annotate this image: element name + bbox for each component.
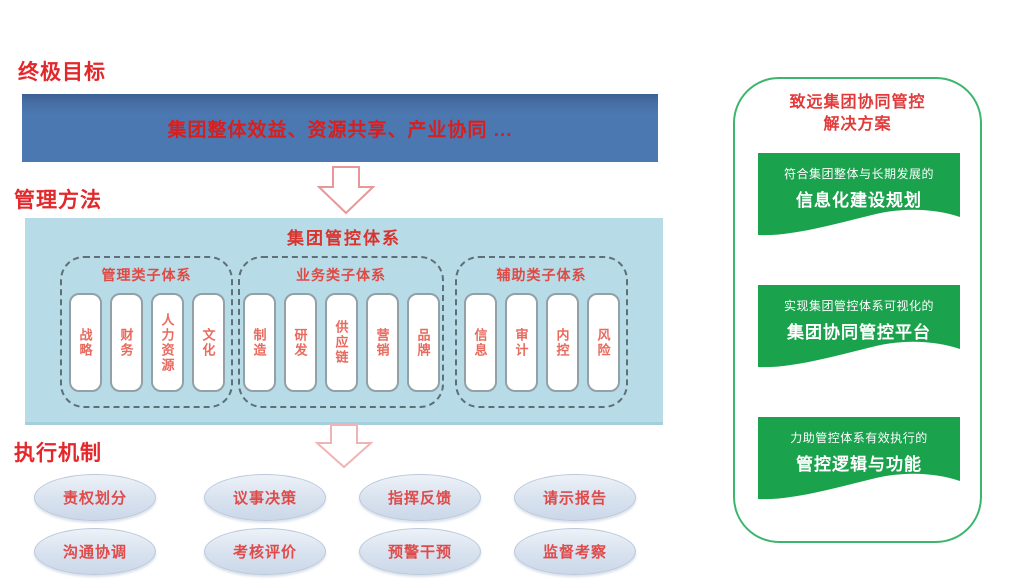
- pill-label: 文化: [200, 327, 216, 358]
- control-system-title: 集团管控体系: [287, 229, 401, 248]
- pill-label: 审计: [513, 327, 529, 358]
- pill-label: 制造: [251, 327, 267, 358]
- flag-text: 实现集团管控体系可视化的 集团协同管控平台: [758, 297, 960, 343]
- flag-text: 符合集团整体与长期发展的 信息化建设规划: [758, 165, 960, 211]
- subsystem-group-title: 管理类子体系: [101, 267, 192, 283]
- solution-panel: 致远集团协同管控 解决方案 符合集团整体与长期发展的 信息化建设规划 实现集团管…: [733, 77, 982, 543]
- flag-title: 集团协同管控平台: [787, 323, 931, 342]
- goal-banner: 集团整体效益、资源共享、产业协同 ...: [22, 94, 658, 162]
- pill-row: 制造 研发 供应链 营销 品牌: [240, 290, 442, 395]
- pill-label: 内控: [554, 327, 570, 358]
- mechanism-ellipse: 沟通协调: [34, 528, 156, 575]
- solution-flag-it-planning: 符合集团整体与长期发展的 信息化建设规划: [758, 153, 960, 237]
- heading-execution-mechanism: 执行机制: [14, 442, 102, 465]
- mechanism-label: 考核评价: [232, 544, 297, 561]
- pill-label: 信息: [472, 327, 488, 358]
- mechanism-ellipse: 监督考察: [514, 528, 636, 575]
- flag-title: 信息化建设规划: [796, 191, 922, 210]
- subsystem-group-support: 辅助类子体系 信息 审计 内控 风险: [455, 256, 628, 408]
- mechanism-label: 监督考察: [542, 544, 607, 561]
- mechanism-label: 请示报告: [542, 490, 607, 507]
- pill-hr: 人力资源: [150, 293, 184, 392]
- pill-brand: 品牌: [406, 293, 440, 392]
- pill-rd: 研发: [283, 293, 317, 392]
- flag-subtitle: 实现集团管控体系可视化的: [783, 299, 934, 313]
- down-arrow-icon: [317, 166, 375, 215]
- mechanism-label: 责权划分: [62, 490, 127, 507]
- mechanism-ellipse: 责权划分: [34, 474, 156, 521]
- green-flag-shape: [758, 417, 960, 500]
- pill-manufacturing: 制造: [242, 293, 276, 392]
- pill-label: 风险: [595, 327, 611, 358]
- solution-title-line1: 致远集团协同管控: [789, 94, 926, 111]
- mechanism-label: 议事决策: [232, 490, 297, 507]
- mechanism-ellipse: 指挥反馈: [359, 474, 481, 521]
- pill-internal-control: 内控: [545, 293, 579, 392]
- mechanism-label: 沟通协调: [62, 544, 127, 561]
- pill-finance: 财务: [109, 293, 143, 392]
- mechanism-ellipse: 预警干预: [359, 528, 481, 575]
- subsystem-group-title: 辅助类子体系: [496, 267, 587, 283]
- down-arrow-icon: [315, 424, 373, 469]
- pill-label: 研发: [292, 327, 308, 358]
- pill-risk: 风险: [586, 293, 620, 392]
- mechanism-ellipse: 考核评价: [204, 528, 326, 575]
- pill-marketing: 营销: [365, 293, 399, 392]
- green-flag-shape: [758, 153, 960, 236]
- subsystem-group-business: 业务类子体系 制造 研发 供应链 营销 品牌: [238, 256, 444, 408]
- pill-label: 营销: [374, 327, 390, 358]
- solution-title: 致远集团协同管控 解决方案: [735, 92, 980, 137]
- mechanism-ellipse: 议事决策: [204, 474, 326, 521]
- subsystem-group-title: 业务类子体系: [296, 267, 386, 283]
- mechanism-label: 预警干预: [387, 544, 452, 561]
- pill-information: 信息: [463, 293, 497, 392]
- control-system-box: 集团管控体系 管理类子体系 战略 财务 人力资源 文化 业务类子体系 制造 研发…: [25, 218, 663, 425]
- pill-label: 战略: [77, 327, 93, 358]
- heading-ultimate-goal: 终极目标: [18, 61, 106, 84]
- pill-audit: 审计: [504, 293, 538, 392]
- solution-title-line2: 解决方案: [823, 116, 892, 134]
- solution-flag-control-logic: 力助管控体系有效执行的 管控逻辑与功能: [758, 417, 960, 501]
- pill-label: 供应链: [333, 320, 349, 365]
- goal-banner-text: 集团整体效益、资源共享、产业协同 ...: [167, 119, 513, 141]
- flag-subtitle: 符合集团整体与长期发展的: [783, 167, 934, 181]
- pill-strategy: 战略: [68, 293, 102, 392]
- mechanism-label: 指挥反馈: [387, 490, 452, 507]
- pill-row: 信息 审计 内控 风险: [457, 290, 626, 395]
- heading-management-method: 管理方法: [14, 189, 102, 212]
- mechanism-ellipse: 请示报告: [514, 474, 636, 521]
- flag-subtitle: 力助管控体系有效执行的: [790, 431, 928, 445]
- pill-culture: 文化: [191, 293, 225, 392]
- pill-label: 品牌: [415, 327, 431, 358]
- subsystem-group-management: 管理类子体系 战略 财务 人力资源 文化: [60, 256, 233, 408]
- flag-text: 力助管控体系有效执行的 管控逻辑与功能: [758, 429, 960, 475]
- pill-label: 人力资源: [159, 312, 175, 373]
- pill-row: 战略 财务 人力资源 文化: [62, 290, 231, 395]
- solution-flag-control-platform: 实现集团管控体系可视化的 集团协同管控平台: [758, 285, 960, 369]
- pill-supply-chain: 供应链: [324, 293, 358, 392]
- pill-label: 财务: [118, 327, 134, 358]
- green-flag-shape: [758, 285, 960, 368]
- flag-title: 管控逻辑与功能: [796, 455, 922, 474]
